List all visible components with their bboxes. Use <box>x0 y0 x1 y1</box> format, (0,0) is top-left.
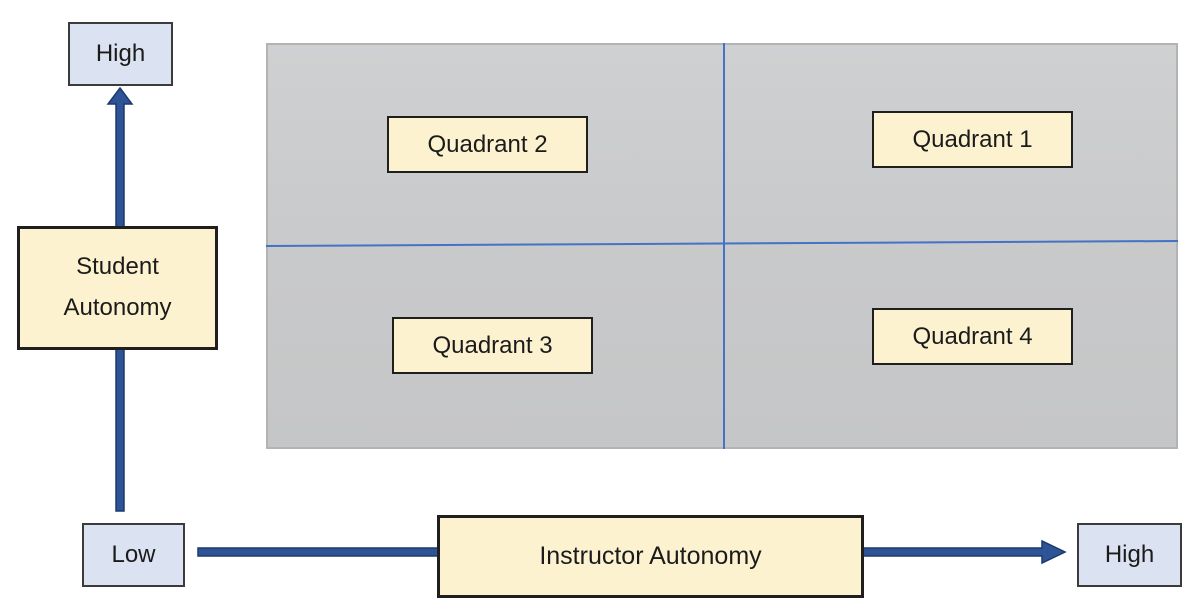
quadrant-3-label-box: Quadrant 3 <box>392 317 593 374</box>
quadrant-divider-lines <box>266 43 1178 449</box>
x-axis-high-label-box: High <box>1077 523 1182 587</box>
y-axis-high-label: High <box>95 40 146 67</box>
quadrant-1-label-box: Quadrant 1 <box>872 111 1073 168</box>
y-axis-title-box: Student Autonomy <box>17 226 218 350</box>
x-axis-high-label: High <box>1104 541 1155 568</box>
quadrant-4-label: Quadrant 4 <box>912 322 1033 350</box>
y-axis-high-label-box: High <box>68 22 173 86</box>
x-axis-title-box: Instructor Autonomy <box>437 515 864 598</box>
quadrant-2-label-box: Quadrant 2 <box>387 116 588 173</box>
y-axis-title: Student Autonomy <box>63 253 172 321</box>
x-axis-title: Instructor Autonomy <box>539 542 762 570</box>
quadrant-1-label: Quadrant 1 <box>912 125 1033 153</box>
y-axis-low-label: Low <box>111 541 156 568</box>
y-axis-low-label-box: Low <box>82 523 185 587</box>
quadrant-4-label-box: Quadrant 4 <box>872 308 1073 365</box>
quadrant-2-label: Quadrant 2 <box>427 130 548 158</box>
quadrant-3-label: Quadrant 3 <box>432 331 553 359</box>
